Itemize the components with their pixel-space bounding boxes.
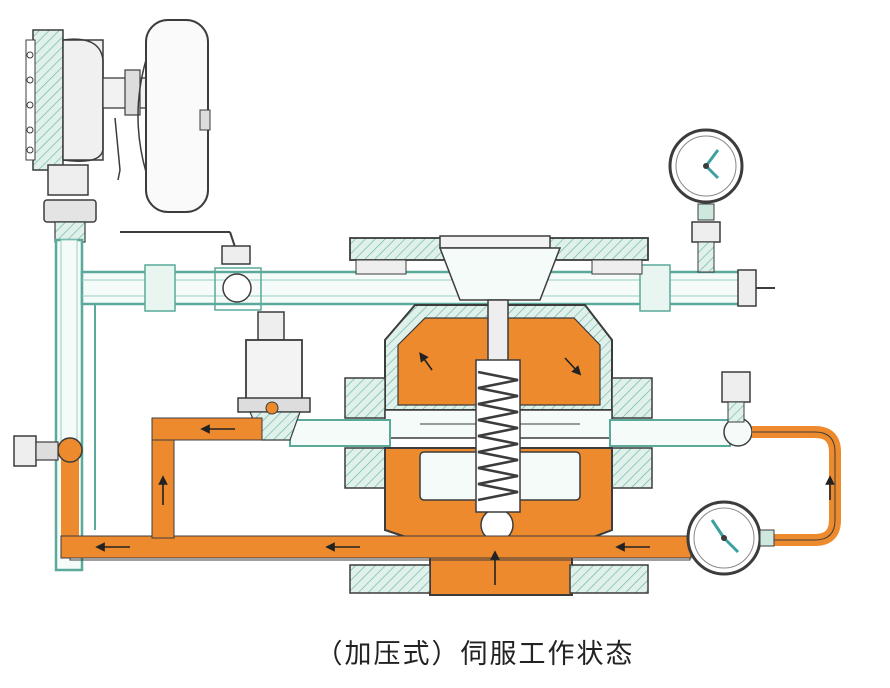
caption-text: （加压式）伺服工作状态 — [315, 639, 635, 670]
spring-icon — [475, 359, 521, 513]
middle-pipe-line — [289, 371, 753, 447]
flow-arrow-icon — [95, 352, 835, 585]
fluid-path — [57, 417, 841, 561]
pilot-valve-icon — [237, 311, 311, 441]
pressure-gauge-icon — [686, 500, 775, 576]
drain-fitting-icon — [13, 435, 59, 467]
actuator-assembly — [25, 19, 211, 243]
pressure-gauge-icon — [668, 128, 775, 307]
ball-valve-icon — [120, 231, 262, 311]
diagram-caption: （加压式）伺服工作状态 — [0, 632, 890, 671]
upper-pipe-line — [80, 264, 744, 312]
